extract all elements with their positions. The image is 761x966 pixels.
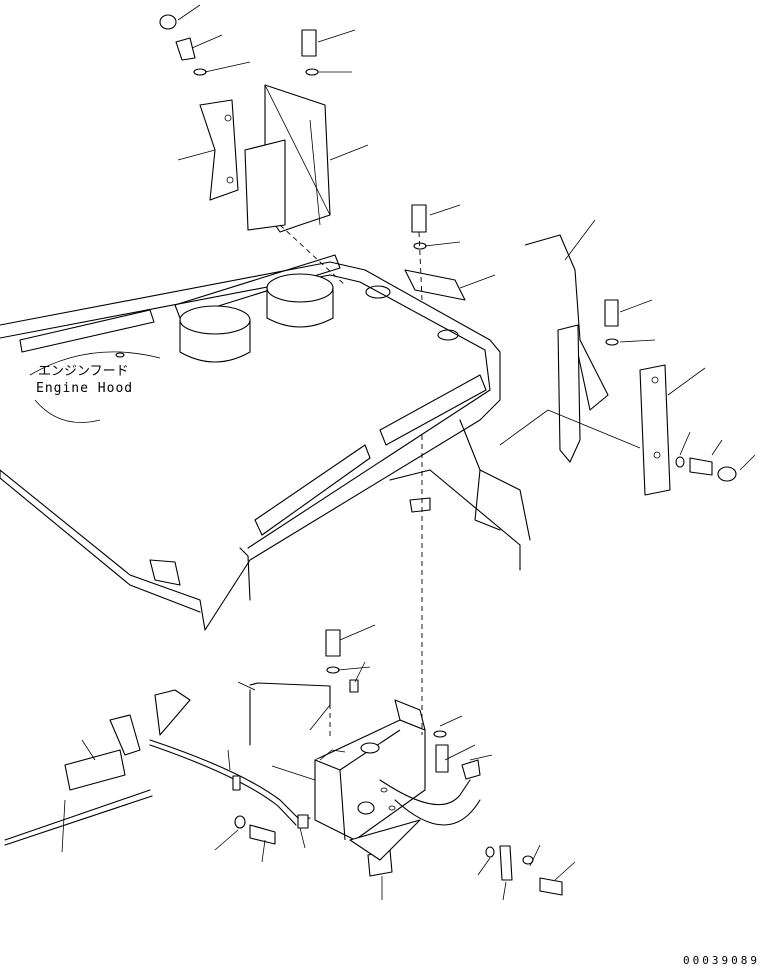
center-plate-fasteners	[404, 204, 466, 301]
lower-left-fasteners	[234, 814, 309, 845]
washer-hoses	[149, 682, 481, 826]
hood-duct-cylinders	[179, 273, 334, 363]
top-cover-plate-left	[199, 99, 239, 201]
frame-structure	[389, 419, 531, 571]
right-side-bracket	[524, 234, 737, 496]
washer-tank	[314, 699, 426, 841]
engine-hood-label-en: Engine Hood	[36, 381, 133, 396]
leader-lines	[61, 4, 756, 901]
center-lines	[279, 224, 423, 740]
engine-hood-label-jp: エンジンフード	[38, 364, 129, 379]
top-fasteners	[159, 14, 319, 76]
lower-left-bracket	[4, 689, 241, 846]
top-cover-plate-right	[244, 84, 331, 233]
tank-fasteners	[325, 629, 563, 896]
caution-decals	[349, 819, 421, 877]
drawing-number: 00039089	[683, 954, 760, 966]
engine-hood	[0, 254, 501, 631]
